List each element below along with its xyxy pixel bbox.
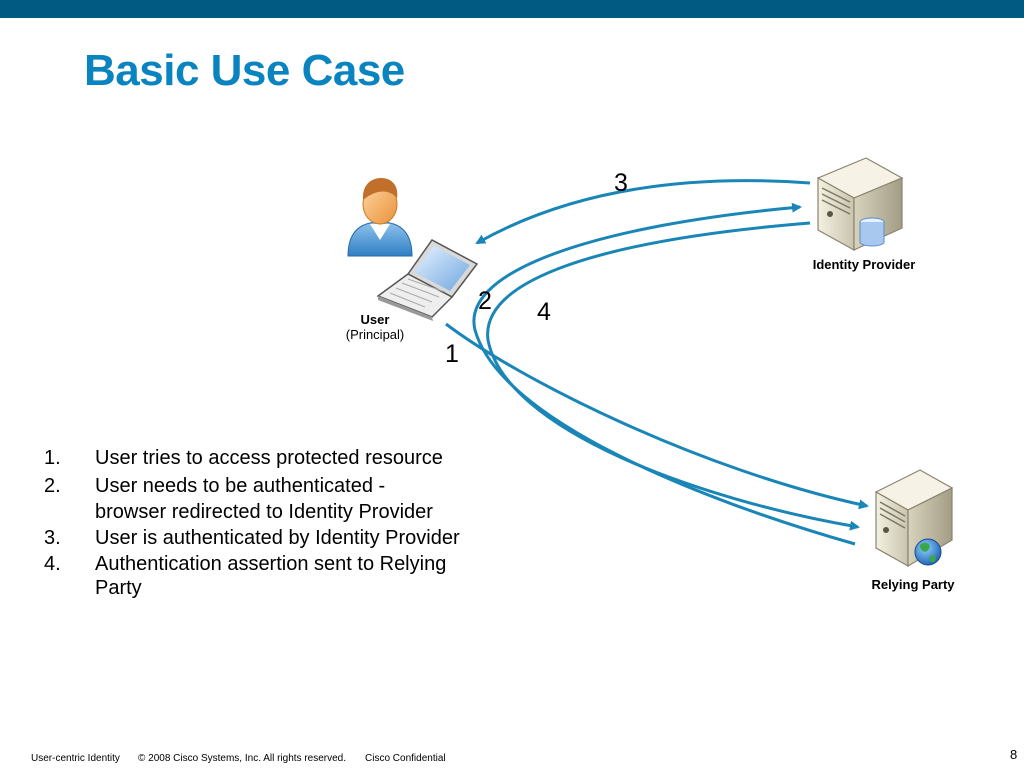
arrow-2 [472,202,856,546]
page-number: 8 [1010,747,1018,762]
step-text: User tries to access protected resource [95,447,443,469]
relying-party-label: Relying Party [843,577,983,592]
footer-copyright: © 2008 Cisco Systems, Inc. All rights re… [138,753,347,764]
step-item: 1. User tries to access protected resour… [44,444,525,472]
top-bar [0,0,1024,18]
user-role: (Principal) [345,327,405,342]
identity-provider-label: Identity Provider [794,257,934,272]
footer-title: User-centric Identity [31,753,120,764]
step-text-continued: browser redirected to Identity Provider [95,501,433,523]
step-number: 4. [44,553,61,575]
footer-confidential: Cisco Confidential [365,753,446,764]
relying-party-name: Relying Party [871,577,955,592]
user-label: User (Principal) [330,312,420,342]
step-item: 4. Authentication assertion sent to Rely… [44,552,495,600]
step-item: 2. User needs to be authenticated - brow… [44,472,525,524]
user-name: User [360,312,390,327]
server-database-icon [816,157,904,252]
arrow-4 [486,221,860,531]
laptop-icon [376,239,479,321]
step-text: User is authenticated by Identity Provid… [95,527,460,549]
arrow-label-4: 4 [537,298,551,326]
step-number: 1. [44,447,61,469]
arrow-label-2: 2 [478,287,492,315]
step-number: 2. [44,475,61,497]
arrow-label-3: 3 [614,169,628,197]
arrow-3 [475,179,811,245]
step-item: 3. User is authenticated by Identity Pro… [44,524,525,552]
step-text: Authentication assertion sent to Relying… [95,553,447,599]
step-text: User needs to be authenticated - [95,475,386,497]
person-icon [347,178,413,257]
arrow-label-1: 1 [445,340,459,368]
server-globe-icon [874,469,954,568]
slide-title: Basic Use Case [84,46,405,95]
identity-provider-name: Identity Provider [812,257,916,272]
step-number: 3. [44,527,61,549]
steps-list: 1. User tries to access protected resour… [44,444,525,600]
